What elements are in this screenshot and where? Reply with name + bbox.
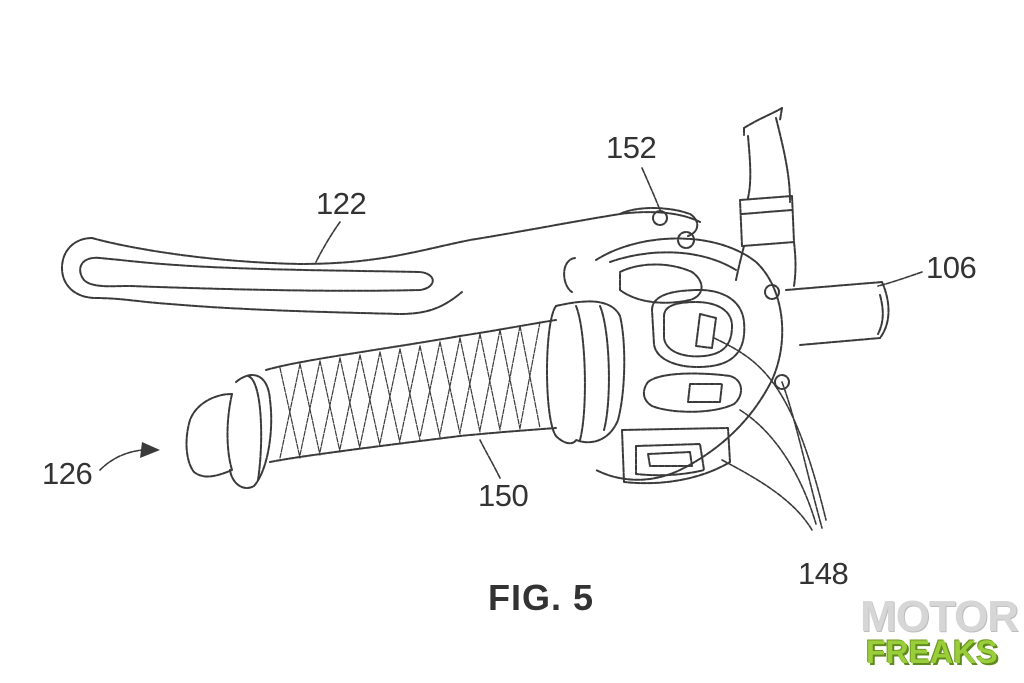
watermark-line2: FREAKS (866, 634, 998, 670)
label-150: 150 (478, 478, 529, 513)
label-106: 106 (926, 250, 977, 285)
leader-lines (99, 167, 923, 531)
grip-collar (546, 300, 626, 445)
figure-caption: FIG. 5 (488, 577, 595, 618)
switch-housing (595, 231, 790, 485)
brake-lever (61, 207, 701, 315)
bar-end-cap (185, 374, 273, 489)
label-122: 122 (316, 186, 367, 221)
label-148: 148 (798, 556, 849, 591)
watermark-line1: MOTOR (860, 592, 1019, 641)
watermark-logo: MOTOR FREAKS (856, 592, 1024, 683)
label-152: 152 (606, 130, 657, 165)
label-126: 126 (42, 456, 93, 491)
handlebar-tube (785, 281, 890, 346)
cable-hose (735, 107, 797, 287)
hand-grip (265, 319, 557, 463)
